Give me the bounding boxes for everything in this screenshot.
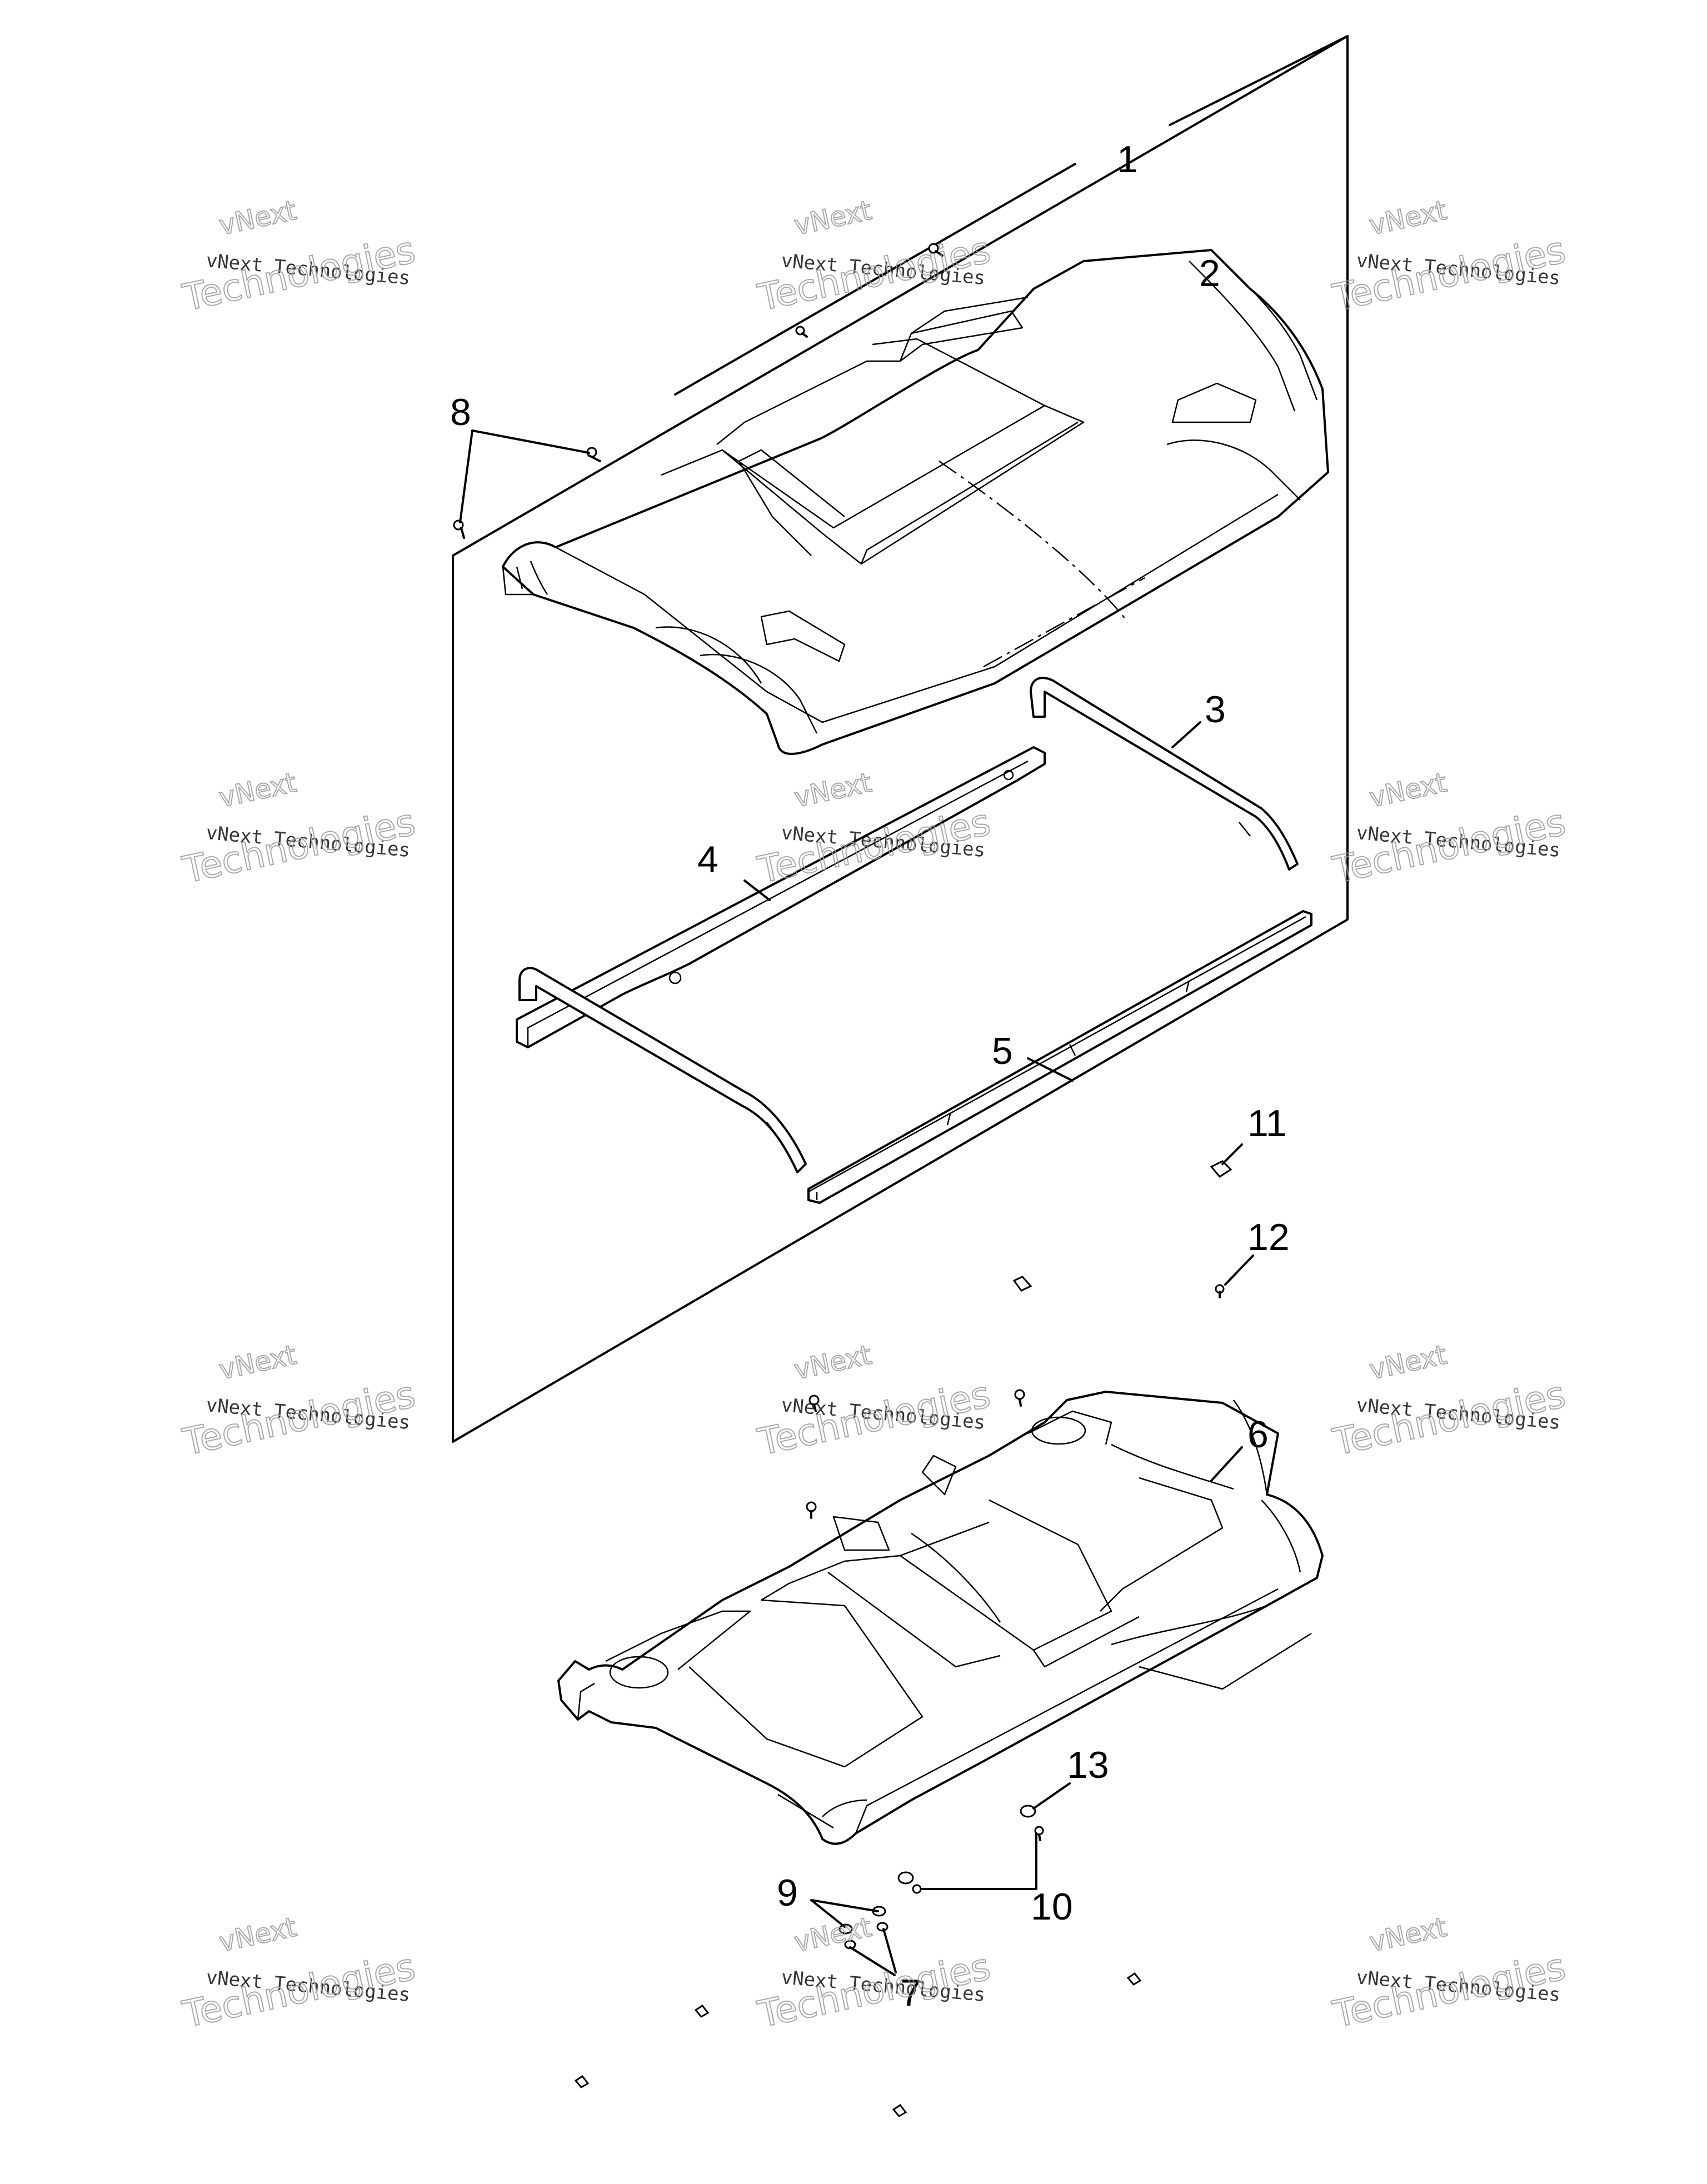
assembly-frame bbox=[452, 35, 1349, 1443]
watermark-tile: vNext vNext Technologies Technologies bbox=[178, 1911, 420, 2037]
svg-text:Technologies: Technologies bbox=[179, 1945, 419, 2036]
svg-text:vNext: vNext bbox=[1367, 767, 1450, 814]
part-5-trim-strip bbox=[807, 910, 1312, 1204]
watermark-tile: vNext vNext Technologies Technologies bbox=[178, 194, 420, 320]
callout-13: 13 bbox=[1067, 1744, 1109, 1786]
leader-6 bbox=[1210, 1446, 1243, 1482]
leader-11 bbox=[1221, 1143, 1243, 1165]
svg-text:Technologies: Technologies bbox=[1329, 801, 1569, 892]
hardware-fasteners bbox=[453, 243, 1232, 2117]
leader-4 bbox=[743, 879, 771, 901]
watermark-tile: vNext vNext Technologies Technologies bbox=[1329, 194, 1570, 320]
watermark-tile: vNext vNext Technologies Technologies bbox=[178, 767, 420, 892]
watermark-tile: vNext vNext Technologies Technologies bbox=[178, 1339, 420, 1465]
leader-12 bbox=[1224, 1255, 1254, 1286]
watermark-tile: vNext vNext Technologies Technologies bbox=[1329, 1339, 1570, 1465]
callout-12: 12 bbox=[1247, 1216, 1290, 1258]
svg-text:Technologies: Technologies bbox=[754, 1373, 994, 1464]
svg-text:vNext: vNext bbox=[217, 767, 300, 814]
watermark-tile: vNext vNext Technologies Technologies bbox=[753, 767, 995, 892]
svg-text:Technologies: Technologies bbox=[754, 801, 994, 892]
svg-text:vNext: vNext bbox=[792, 1912, 875, 1958]
svg-text:vNext: vNext bbox=[1367, 1340, 1450, 1386]
callout-6: 6 bbox=[1247, 1413, 1269, 1456]
watermark-tile: vNext vNext Technologies Technologies bbox=[753, 194, 995, 320]
leader-1 bbox=[674, 163, 1076, 396]
svg-text:Technologies: Technologies bbox=[179, 228, 419, 319]
part-6-headliner bbox=[557, 1391, 1324, 1845]
svg-text:vNext: vNext bbox=[792, 1340, 875, 1386]
svg-text:Technologies: Technologies bbox=[1329, 228, 1569, 319]
watermark-tile: vNext vNext Technologies Technologies bbox=[753, 1911, 995, 2037]
svg-text:Technologies: Technologies bbox=[179, 801, 419, 892]
callout-9: 9 bbox=[777, 1872, 798, 1914]
leader-10 bbox=[921, 1832, 1037, 1890]
leader-9 bbox=[810, 1899, 879, 1928]
svg-text:vNext: vNext bbox=[1367, 1912, 1450, 1958]
svg-text:Technologies: Technologies bbox=[754, 228, 994, 319]
leader-8 bbox=[459, 429, 590, 523]
callout-7: 7 bbox=[900, 1972, 921, 2014]
leader-1b bbox=[1169, 35, 1349, 126]
svg-text:vNext: vNext bbox=[217, 1340, 300, 1386]
leader-5 bbox=[1027, 1057, 1074, 1082]
part-2-roof-top bbox=[502, 249, 1329, 755]
watermark-tile: vNext vNext Technologies Technologies bbox=[753, 1339, 995, 1465]
svg-text:Technologies: Technologies bbox=[1329, 1373, 1569, 1464]
leader-7 bbox=[849, 1928, 897, 1976]
svg-text:vNext: vNext bbox=[217, 1912, 300, 1958]
watermark-tile: vNext vNext Technologies Technologies bbox=[1329, 1911, 1570, 2037]
callout-10: 10 bbox=[1031, 1886, 1073, 1928]
callout-3: 3 bbox=[1205, 688, 1226, 731]
callout-1: 1 bbox=[1117, 138, 1138, 181]
callout-5: 5 bbox=[992, 1030, 1013, 1072]
svg-text:vNext: vNext bbox=[792, 767, 875, 814]
callout-8: 8 bbox=[450, 391, 471, 433]
part-3-side-rail bbox=[1030, 677, 1299, 871]
leader-3 bbox=[1171, 721, 1201, 748]
watermark-tile: vNext vNext Technologies Technologies bbox=[1329, 767, 1570, 892]
callout-11: 11 bbox=[1247, 1102, 1287, 1145]
svg-text:vNext: vNext bbox=[792, 195, 875, 242]
svg-text:Technologies: Technologies bbox=[754, 1945, 994, 2036]
callout-4: 4 bbox=[697, 838, 718, 881]
svg-text:Technologies: Technologies bbox=[179, 1373, 419, 1464]
svg-text:vNext: vNext bbox=[1367, 195, 1450, 242]
svg-text:Technologies: Technologies bbox=[1329, 1945, 1569, 2036]
leader-13 bbox=[1032, 1782, 1071, 1810]
svg-text:vNext: vNext bbox=[217, 195, 300, 242]
callout-2: 2 bbox=[1199, 252, 1220, 294]
part-4-front-bar bbox=[516, 746, 1046, 1173]
